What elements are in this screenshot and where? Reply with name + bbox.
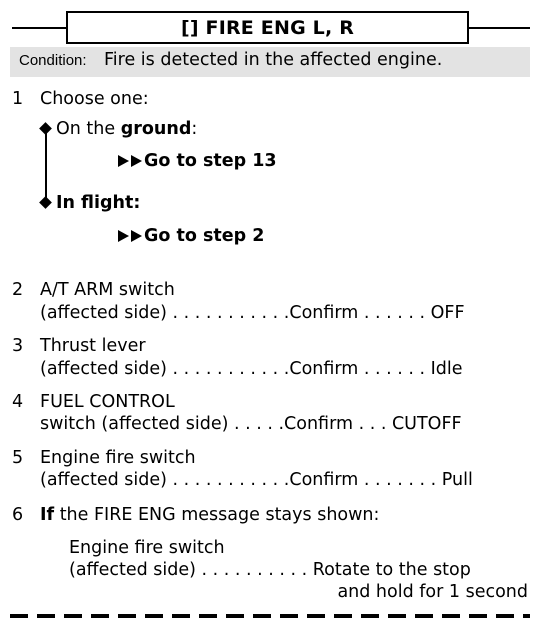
- step-6-condition: If the FIRE ENG message stays shown:: [40, 504, 379, 526]
- step-6-if: If: [40, 505, 55, 525]
- arrow-icon: [118, 230, 129, 242]
- step-6-sub-line3: and hold for 1 second: [337, 582, 528, 602]
- choice-diamond-flight: [39, 196, 52, 209]
- step-3-line2: (affected side) . . . . . . . . . . .Con…: [40, 359, 463, 379]
- step-6-sub-line1: Engine fire switch: [69, 538, 225, 558]
- step-4-line1: FUEL CONTROL: [40, 392, 175, 412]
- condition-label: Condition:: [19, 52, 87, 69]
- end-of-checklist-rule: [10, 614, 530, 618]
- step-5-line2: (affected side) . . . . . . . . . . .Con…: [40, 470, 473, 490]
- step-3-number: 3: [12, 336, 24, 356]
- arrow-icon: [131, 230, 142, 242]
- option-ground-prefix: On the: [56, 119, 121, 139]
- option-ground-bold: ground: [120, 119, 192, 139]
- step-5-line1: Engine fire switch: [40, 448, 196, 468]
- header-rule-right: [467, 27, 530, 29]
- option-ground: On the ground:: [56, 118, 197, 140]
- arrow-icon: [118, 155, 129, 167]
- step-6-number: 6: [12, 505, 24, 525]
- step-1-number: 1: [12, 89, 24, 109]
- condition-bar: [10, 47, 530, 77]
- step-1-text: Choose one:: [40, 89, 149, 109]
- step-2-number: 2: [12, 280, 24, 300]
- step-4-number: 4: [12, 392, 24, 412]
- goto-step-13-text: Go to step 13: [144, 151, 277, 171]
- goto-step-13: Go to step 13: [118, 150, 277, 172]
- step-5-number: 5: [12, 448, 24, 468]
- checklist-title: [] FIRE ENG L, R: [66, 11, 469, 44]
- step-4-line2: switch (affected side) . . . . .Confirm …: [40, 414, 462, 434]
- choice-bracket: [45, 129, 47, 202]
- header-rule-left: [12, 27, 68, 29]
- step-2-line1: A/T ARM switch: [40, 280, 175, 300]
- step-2-line2: (affected side) . . . . . . . . . . .Con…: [40, 303, 465, 323]
- step-3-line1: Thrust lever: [40, 336, 146, 356]
- goto-step-2-text: Go to step 2: [144, 226, 265, 246]
- goto-step-2: Go to step 2: [118, 225, 264, 247]
- arrow-icon: [131, 155, 142, 167]
- option-ground-suffix: :: [191, 119, 198, 139]
- step-6-text: the FIRE ENG message stays shown:: [54, 505, 380, 525]
- condition-text: Fire is detected in the affected engine.: [104, 50, 443, 70]
- option-in-flight: In flight:: [56, 193, 141, 213]
- step-6-sub-line2: (affected side) . . . . . . . . . . Rota…: [69, 560, 471, 580]
- choice-diamond-ground: [39, 122, 52, 135]
